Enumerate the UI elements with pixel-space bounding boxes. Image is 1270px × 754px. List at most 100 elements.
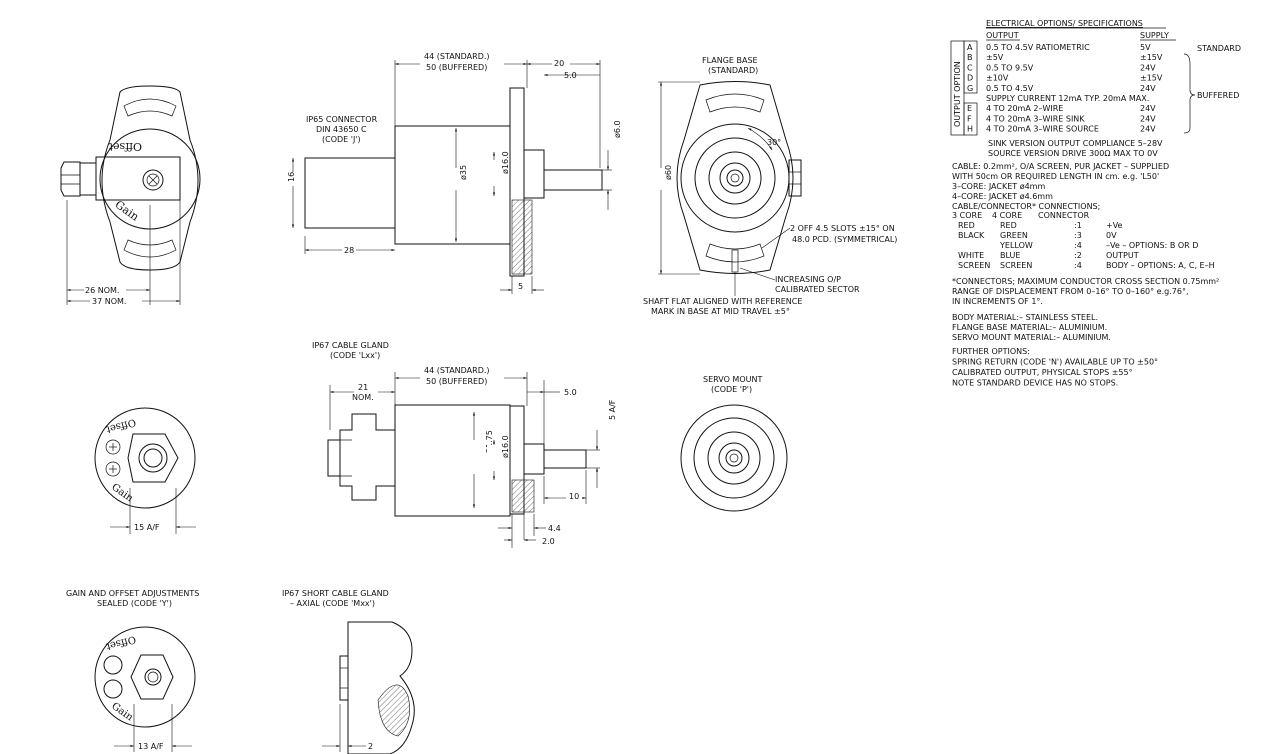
conn-header-3core: 3 CORE — [952, 211, 982, 220]
spec-row-supply: 24V — [1140, 125, 1156, 134]
offset-label: Offset — [108, 140, 142, 153]
dim-2-0: 2.0 — [542, 537, 555, 546]
cable-lines: CABLE: 0.2mm², O/A SCREEN, PUR JACKET – … — [952, 162, 1169, 211]
gland-body — [339, 413, 396, 501]
conn-function: +Ve — [1106, 221, 1123, 230]
flange-base-view: FLANGE BASE (STANDARD) 30° ø60 2 OFF 4.5… — [643, 56, 897, 316]
side-view-connector: 44 (STANDARD.) 50 (BUFFERED) 20 5.0 IP65… — [284, 52, 622, 294]
side-nut — [788, 159, 802, 197]
spec-row-code: E — [967, 104, 972, 113]
spec-row-code: F — [967, 114, 972, 123]
spec-row-output: 4 TO 20mA 3–WIRE SINK — [986, 114, 1085, 123]
spec-further: CALIBRATED OUTPUT, PHYSICAL STOPS ±55° — [952, 368, 1133, 377]
gain-label-3: Gain — [109, 701, 135, 724]
dim-5af: 5 A/F — [608, 399, 617, 420]
dim-21: 21 — [358, 383, 368, 392]
conn-pin: :3 — [1074, 231, 1082, 240]
gland-dim-length-buffered: 50 (BUFFERED) — [426, 377, 487, 386]
shaft-end — [726, 169, 744, 187]
shaft-note-1: SHAFT FLAT ALIGNED WITH REFERENCE — [643, 297, 802, 306]
gland-dim-d16: ø16.0 — [501, 435, 510, 458]
offset-pot-icon — [105, 439, 121, 455]
spec-note: RANGE OF DISPLACEMENT FROM 0–16° TO 0–16… — [952, 287, 1189, 296]
spec-row-code: B — [967, 53, 973, 62]
dim-length-buffered: 50 (BUFFERED) — [426, 63, 487, 72]
gland-dim-length-standard: 44 (STANDARD.) — [424, 366, 490, 375]
dim-30deg: 30° — [767, 138, 781, 147]
sealed-title-1: GAIN AND OFFSET ADJUSTMENTS — [66, 589, 199, 598]
spec-note: IN INCREMENTS OF 1°. — [952, 297, 1043, 306]
buffered-brace — [1183, 53, 1196, 134]
short-gland-view: IP67 SHORT CABLE GLAND – AXIAL (CODE 'Mx… — [282, 589, 415, 754]
conn-function: –Ve – OPTIONS: B OR D — [1106, 241, 1198, 250]
shaft-boss — [523, 149, 545, 199]
conn-4core: GREEN — [1000, 231, 1028, 240]
spec-row-code: C — [967, 63, 973, 72]
servo-section-hatch — [511, 479, 535, 513]
gland-hex-nut — [127, 433, 179, 483]
front-view-standard: Offset Gain 26 NOM. 37 NOM. — [60, 85, 201, 306]
dim-d35: ø35 — [459, 165, 468, 180]
gland-dim-5: 5.0 — [564, 388, 577, 397]
servo-outer — [680, 404, 788, 512]
increasing-op-1: INCREASING O/P — [775, 275, 841, 284]
flange-slot-bottom — [123, 239, 177, 258]
spec-material: SERVO MOUNT MATERIAL:– ALUMINIUM. — [952, 333, 1111, 342]
sealed-body — [94, 626, 196, 728]
side-view-cable-gland: IP67 CABLE GLAND (CODE 'Lxx') 44 (STANDA… — [312, 341, 617, 548]
front-gland-body — [94, 407, 196, 509]
connector-neck — [79, 162, 97, 196]
material-lines: BODY MATERIAL:– STAINLESS STEEL.FLANGE B… — [952, 313, 1111, 342]
conn-pin: :1 — [1074, 221, 1082, 230]
servo-title-2: (CODE 'P') — [711, 385, 752, 394]
conn-function: OUTPUT — [1106, 251, 1139, 260]
short-gland-profile — [347, 621, 415, 754]
sink-note: SINK VERSION OUTPUT COMPLIANCE 5–28V — [988, 139, 1163, 148]
spec-row-code: A — [967, 43, 973, 52]
spec-row-output: 0.5 TO 4.5V — [986, 84, 1034, 93]
short-gland-tab — [339, 655, 349, 701]
servo-title-1: SERVO MOUNT — [703, 375, 762, 384]
spec-row-supply: ±15V — [1140, 53, 1163, 62]
dim-37-nom: 37 NOM. — [92, 297, 126, 306]
spec-row-output: ±5V — [986, 53, 1004, 62]
cable-line: 4–CORE: JACKET ø4.6mm — [952, 192, 1053, 201]
dim-15af: 15 A/F — [134, 523, 160, 532]
spec-row-supply: 5V — [1140, 43, 1151, 52]
gain-label: Gain — [113, 198, 142, 224]
flange-slot-top — [123, 98, 177, 117]
spec-further: NOTE STANDARD DEVICE HAS NO STOPS. — [952, 379, 1118, 388]
spec-row-output: SUPPLY CURRENT 12mA TYP. 20mA MAX. — [986, 94, 1149, 103]
nut-hex — [60, 161, 81, 197]
gland-title-1: IP67 CABLE GLAND — [312, 341, 389, 350]
dim-d60: ø60 — [664, 165, 673, 180]
dim-d6: ø6.0 — [613, 120, 622, 138]
spec-row-output: 0.5 TO 9.5V — [986, 63, 1034, 72]
spec-row-output: 4 TO 20mA 2–WIRE — [986, 104, 1063, 113]
sealed-hex-nut — [130, 654, 174, 700]
conn-header-connector: CONNECTOR — [1038, 211, 1090, 220]
dim-26-nom: 26 NOM. — [85, 286, 119, 295]
sealed-offset-cap — [103, 655, 123, 675]
cable-line: CABLE/CONNECTOR* CONNECTIONS; — [952, 202, 1100, 211]
conn-header-4core: 4 CORE — [992, 211, 1022, 220]
increasing-op-2: CALIBRATED SECTOR — [775, 285, 860, 294]
slots-label-2: 48.0 PCD. (SYMMETRICAL) — [792, 235, 897, 244]
dim-28: 28 — [344, 246, 354, 255]
dim-21-nom: NOM. — [352, 393, 374, 402]
conn-3core: BLACK — [958, 231, 985, 240]
further-lines: FURTHER OPTIONS:SPRING RETURN (CODE 'N')… — [952, 347, 1158, 388]
dim-d16: ø16.0 — [501, 151, 510, 174]
dim-10: 10 — [569, 492, 579, 501]
flange-title-1: FLANGE BASE — [702, 56, 758, 65]
connector-label-1: IP65 CONNECTOR — [306, 115, 378, 124]
sealed-title-2: SEALED (CODE 'Y') — [97, 599, 172, 608]
conn-pin: :2 — [1074, 251, 1082, 260]
conn-function: 0V — [1106, 231, 1117, 240]
dim-5b: 5 — [518, 282, 523, 291]
spec-row-output: 4 TO 20mA 3–WIRE SOURCE — [986, 125, 1099, 134]
servo-mount-view: SERVO MOUNT (CODE 'P') — [680, 375, 788, 512]
conn-4core: BLUE — [1000, 251, 1020, 260]
